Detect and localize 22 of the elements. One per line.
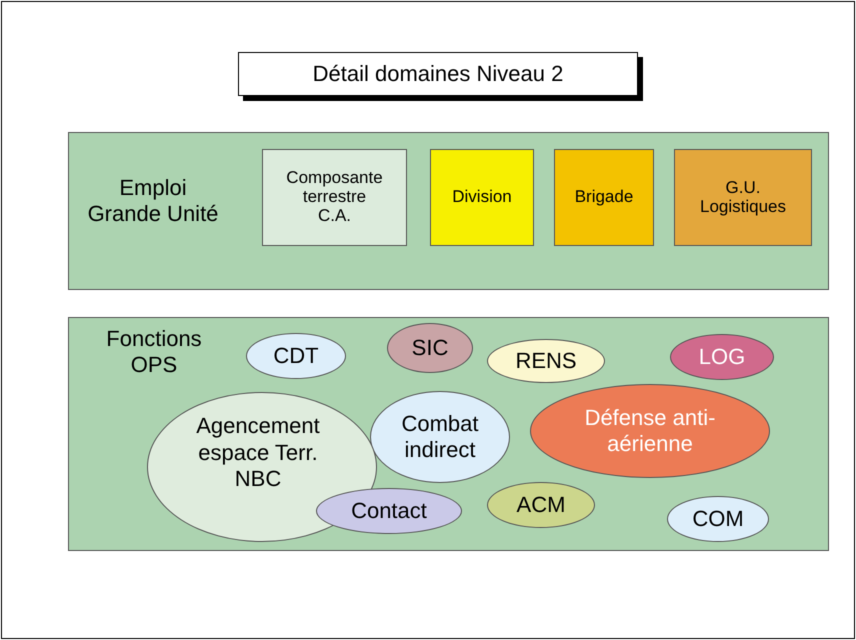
domain-box xyxy=(554,149,654,246)
function-label: RENS xyxy=(515,348,577,374)
panel-heading: Emploi Grande Unité xyxy=(86,175,220,228)
box-label: Brigade xyxy=(574,188,634,207)
domain-box xyxy=(262,149,407,246)
panel-heading: Fonctions OPS xyxy=(105,326,203,379)
domain-box xyxy=(674,149,812,246)
function-label: COM xyxy=(692,506,744,532)
box-label: G.U. Logistiques xyxy=(698,178,787,216)
function-label: Agencement espace Terr. NBC xyxy=(195,413,321,493)
box-label: Composante terrestre C.A. xyxy=(285,169,384,226)
domain-box xyxy=(430,149,534,246)
domain-panel xyxy=(68,132,829,290)
domain-panel xyxy=(68,317,829,551)
box-label: Division xyxy=(452,188,512,207)
function-label: CDT xyxy=(273,342,319,370)
function-label: Combat indirect xyxy=(400,410,480,464)
function-label: ACM xyxy=(516,492,566,518)
function-label: Défense anti-aérienne xyxy=(584,404,716,458)
function-label: SIC xyxy=(412,334,448,362)
function-label: Contact xyxy=(351,498,427,524)
function-label: LOG xyxy=(698,344,746,370)
